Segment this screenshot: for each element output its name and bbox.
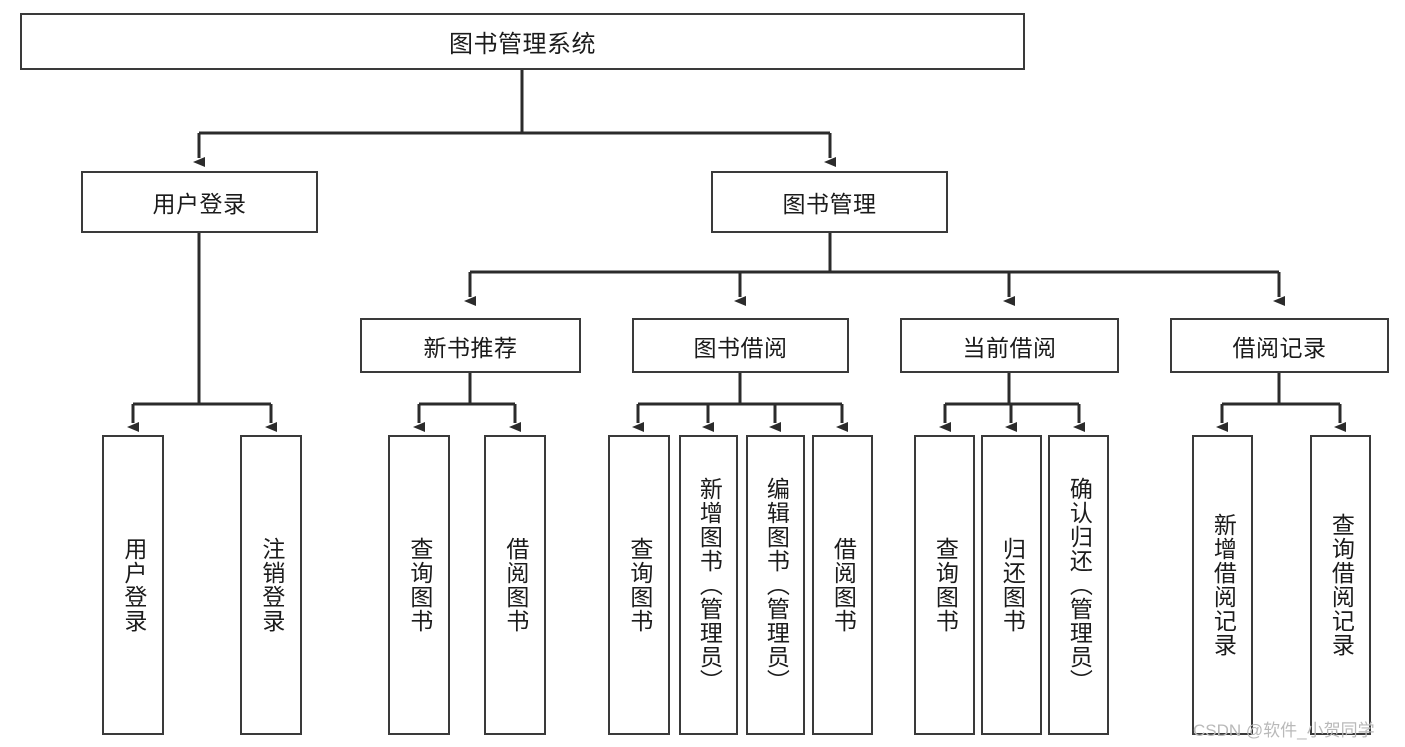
leaf-add-borrow-record[interactable]: 新增借阅记录 bbox=[1192, 435, 1253, 735]
leaf-query-books-current[interactable]: 查询图书 bbox=[914, 435, 975, 735]
leaf-edit-book-admin[interactable]: 编辑图书（管理员） bbox=[746, 435, 805, 735]
node-user-login[interactable]: 用户登录 bbox=[81, 171, 318, 233]
node-borrow-records[interactable]: 借阅记录 bbox=[1170, 318, 1389, 373]
node-current-borrow[interactable]: 当前借阅 bbox=[900, 318, 1119, 373]
node-new-book-recommend[interactable]: 新书推荐 bbox=[360, 318, 581, 373]
leaf-add-book-admin[interactable]: 新增图书（管理员） bbox=[679, 435, 738, 735]
leaf-query-books-borrow[interactable]: 查询图书 bbox=[608, 435, 670, 735]
node-book-management[interactable]: 图书管理 bbox=[711, 171, 948, 233]
leaf-logout[interactable]: 注销登录 bbox=[240, 435, 302, 735]
leaf-return-book[interactable]: 归还图书 bbox=[981, 435, 1042, 735]
watermark: CSDN @软件_小贺同学 bbox=[1193, 721, 1375, 740]
leaf-query-borrow-record[interactable]: 查询借阅记录 bbox=[1310, 435, 1371, 735]
leaf-query-books-recommend[interactable]: 查询图书 bbox=[388, 435, 450, 735]
leaf-borrow-book[interactable]: 借阅图书 bbox=[812, 435, 873, 735]
node-book-borrow[interactable]: 图书借阅 bbox=[632, 318, 849, 373]
node-root-system[interactable]: 图书管理系统 bbox=[20, 13, 1025, 70]
leaf-user-login[interactable]: 用户登录 bbox=[102, 435, 164, 735]
leaf-confirm-return-admin[interactable]: 确认归还（管理员） bbox=[1048, 435, 1109, 735]
leaf-borrow-books-recommend[interactable]: 借阅图书 bbox=[484, 435, 546, 735]
